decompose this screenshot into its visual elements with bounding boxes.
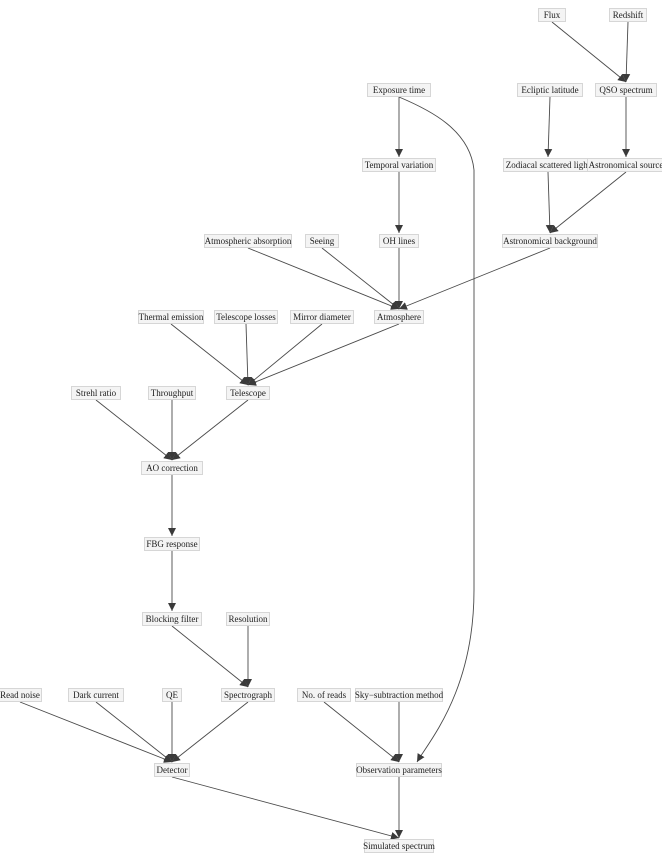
edge-nreads-to-obsparams [323,701,400,763]
node-blocking: Blocking filter [142,612,202,626]
node-detector: Detector [154,763,190,777]
node-resolution: Resolution [226,612,270,626]
edge-zodiacal-to-astrobg [545,171,554,234]
node-atmabs: Atmospheric absorption [204,234,292,248]
node-fbg: FBG response [144,537,200,551]
node-darkcurrent: Dark current [68,688,124,702]
node-atmosphere: Atmosphere [374,310,424,324]
node-mirror: Mirror diameter [290,310,354,324]
node-qe: QE [162,688,182,702]
edge-thermal-to-telescope [170,323,249,386]
node-astrobg: Astronomical background [502,234,598,248]
node-astrosource: Astronomical source [587,158,662,172]
node-flux: Flux [538,8,566,22]
edge-redshift-to-qso [622,21,631,83]
edge-astrosource-to-astrobg [549,171,627,234]
node-telescope: Telescope [226,386,270,400]
node-thermal: Thermal emission [138,310,204,324]
edge-strehl-to-ao [95,399,173,461]
node-readnoise: Read noise [0,688,42,702]
node-throughput: Throughput [148,386,196,400]
edge-darkcurrent-to-detector [95,701,173,763]
edge-atmabs-to-atmosphere [247,247,400,310]
node-qso: QSO spectrum [595,83,657,97]
node-skysub: Sky−subtraction method [355,688,443,702]
edge-tellosses-to-telescope [243,323,252,386]
node-redshift: Redshift [609,8,647,22]
node-spectrograph: Spectrograph [221,688,275,702]
node-ecliptic: Ecliptic latitude [517,83,583,97]
node-zodiacal: Zodiacal scattered light [503,158,593,172]
edge-readnoise-to-detector [19,701,173,763]
edge-telescope-to-ao [171,399,249,461]
edge-mirror-to-telescope [247,323,323,386]
node-strehl: Strehl ratio [71,386,121,400]
edge-blocking-to-spectrograph [171,625,249,688]
node-obsparams: Observation parameters [356,763,442,777]
node-ohlines: OH lines [379,234,419,248]
node-exposure: Exposure time [367,83,431,97]
node-tellosses: Telescope losses [214,310,278,324]
node-ao: AO correction [141,461,203,475]
edge-seeing-to-atmosphere [321,247,400,310]
node-temporal: Temporal variation [362,158,436,172]
edge-flux-to-qso [551,21,627,83]
edge-astrobg-to-atmosphere [398,247,551,310]
edge-ecliptic-to-zodiacal [544,96,553,158]
edge-spectrograph-to-detector [171,701,249,763]
node-seeing: Seeing [305,234,339,248]
node-nreads: No. of reads [297,688,351,702]
edge-exposure-to-obsparams [398,96,475,763]
edge-atmosphere-to-telescope [247,323,400,386]
edge-detector-to-simspec [171,776,400,840]
node-simspec: Simulated spectrum [363,839,435,853]
